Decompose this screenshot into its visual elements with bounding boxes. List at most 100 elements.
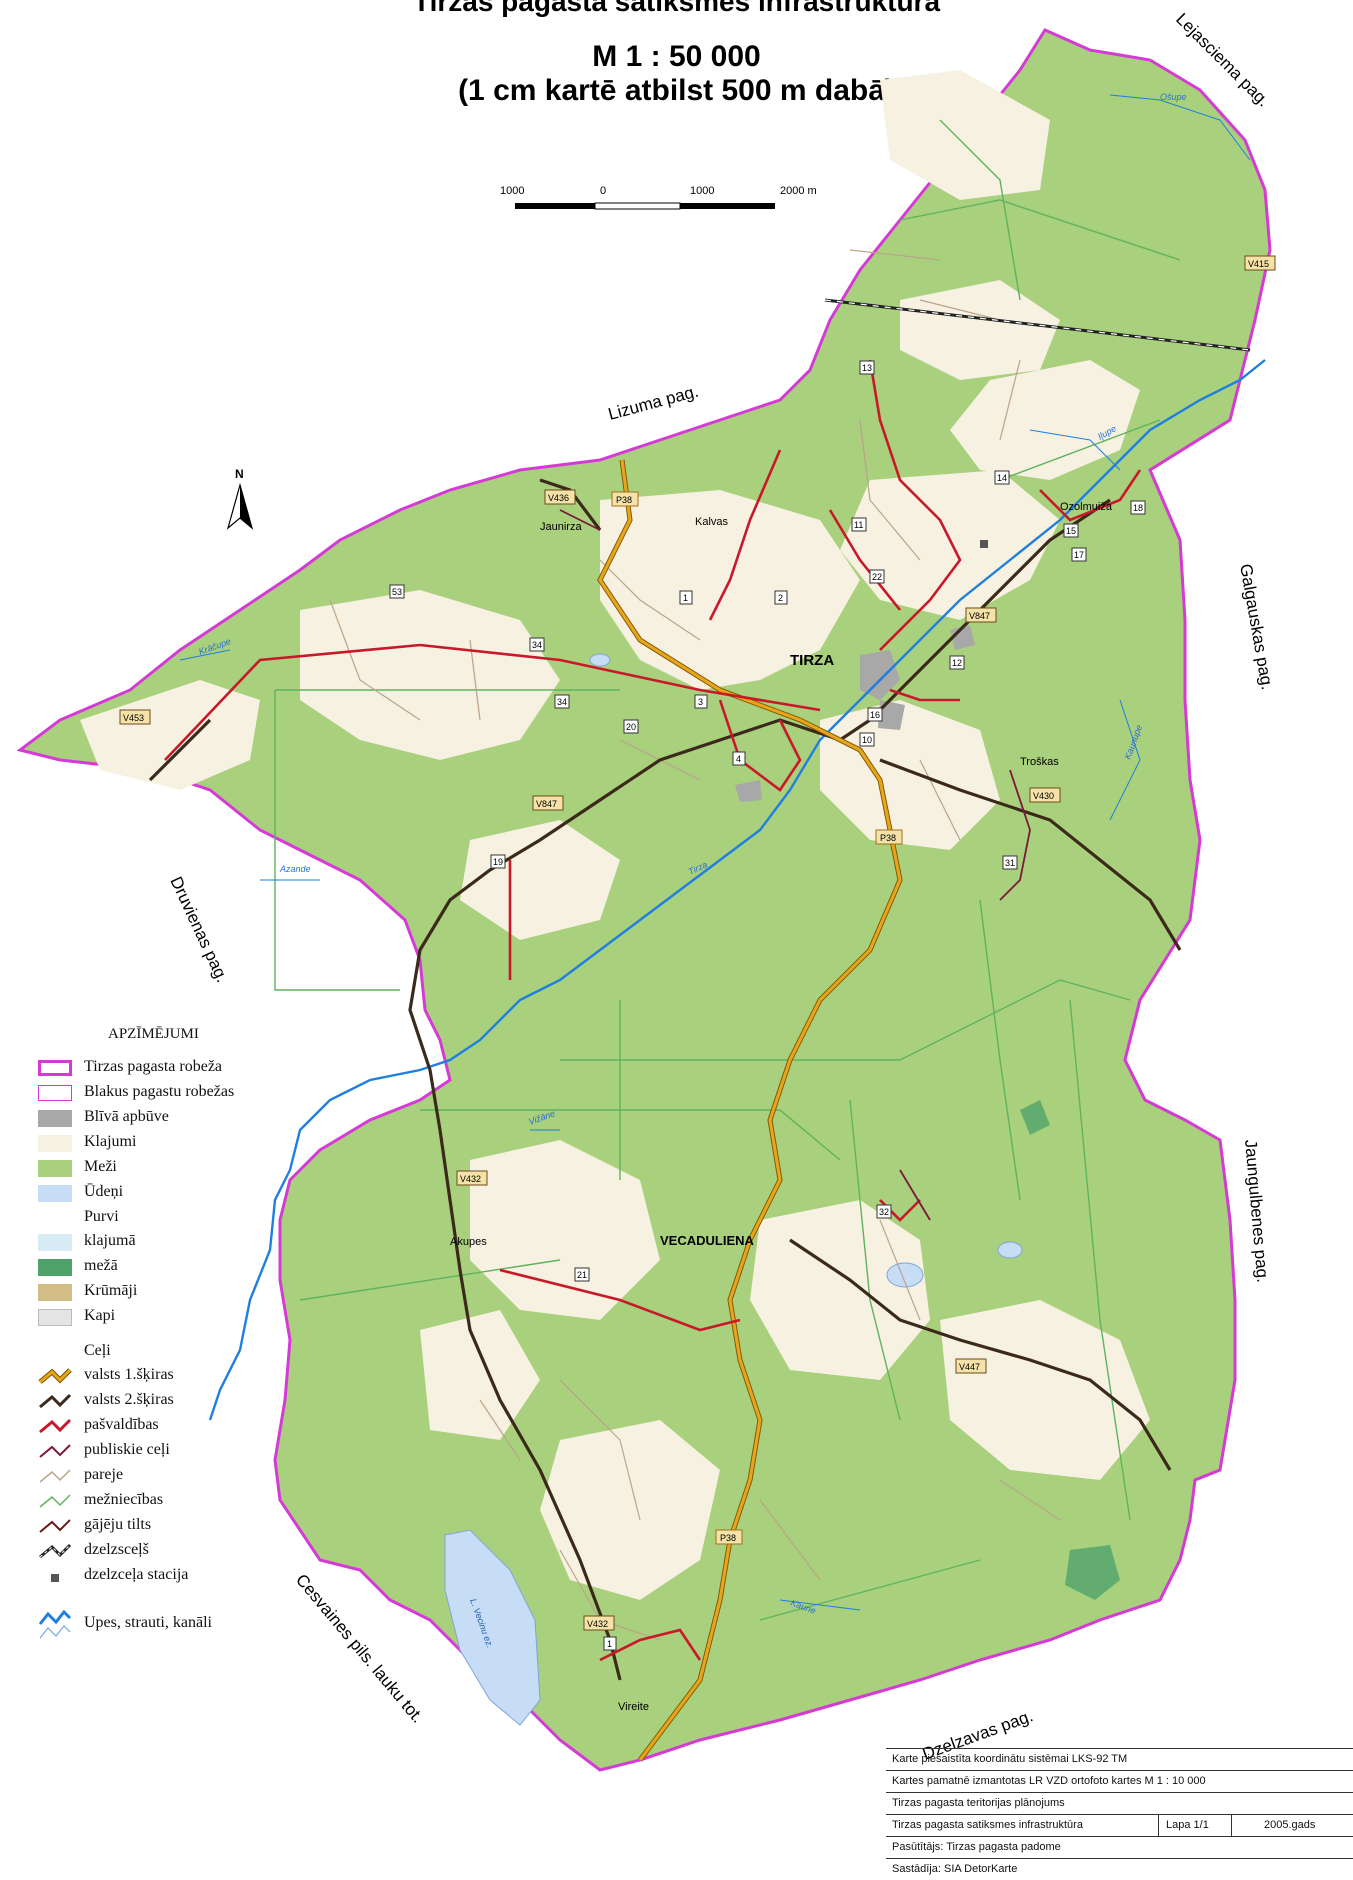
badge-v847-2: V847 bbox=[532, 795, 564, 811]
badge-2: 2 bbox=[774, 590, 788, 605]
svg-text:20: 20 bbox=[626, 722, 636, 732]
svg-text:P38: P38 bbox=[616, 495, 632, 505]
rivers bbox=[179, 94, 1266, 1611]
legend-swatch bbox=[38, 1185, 72, 1202]
svg-text:17: 17 bbox=[1074, 550, 1084, 560]
legend-swatch-footbridge bbox=[38, 1518, 72, 1535]
legend-row-state2: valsts 2.šķiras bbox=[38, 1391, 298, 1415]
legend-row-public: publiskie ceļi bbox=[38, 1441, 298, 1465]
legend-swatch-state2 bbox=[38, 1393, 72, 1410]
scalebar-label-4: 2000 m bbox=[780, 185, 817, 197]
badge-v453: V453 bbox=[119, 709, 151, 725]
north-arrow-icon: N bbox=[226, 467, 254, 530]
badge-53: 53 bbox=[389, 584, 405, 599]
public-roads bbox=[559, 509, 1031, 1221]
legend-swatch bbox=[38, 1234, 72, 1251]
badge-19: 19 bbox=[490, 854, 506, 869]
svg-text:16: 16 bbox=[870, 710, 880, 720]
info-row-plan: Tirzas pagasta teritorijas plānojums bbox=[886, 1792, 1353, 1814]
badge-32: 32 bbox=[876, 1204, 892, 1219]
place-troskas: Troškas bbox=[1020, 756, 1059, 768]
badge-11a: 11 bbox=[851, 517, 867, 532]
svg-text:31: 31 bbox=[1005, 858, 1015, 868]
map-title: Tirzas pagasta satiksmes infrastruktūra bbox=[412, 0, 941, 17]
svg-text:15: 15 bbox=[1066, 526, 1076, 536]
badge-17: 17 bbox=[1071, 547, 1087, 562]
svg-text:V847: V847 bbox=[969, 611, 990, 621]
other-roads bbox=[329, 249, 1061, 1641]
neighbor-druviena: Druvienas pag. bbox=[166, 874, 232, 986]
svg-text:12: 12 bbox=[952, 658, 962, 668]
info-row-author: Sastādīja: SIA DetorKarte bbox=[886, 1858, 1353, 1880]
state-roads-2nd-class bbox=[148, 478, 1182, 1681]
legend-swatch-municipal bbox=[38, 1418, 72, 1435]
badge-31: 31 bbox=[1002, 855, 1018, 870]
built-up-areas bbox=[735, 625, 975, 802]
legend-row-other: pareje bbox=[38, 1466, 298, 1490]
legend-swatch-rivers bbox=[38, 1608, 72, 1644]
badge-p38-1: P38 bbox=[611, 491, 639, 507]
neighbor-jaungulbene: Jaungulbenes pag. bbox=[1241, 1139, 1272, 1284]
legend-swatch bbox=[38, 1060, 72, 1076]
badge-10: 10 bbox=[859, 732, 875, 747]
place-labels: TIRZA VECADULIENA Jaunirza Kalvas Ozolmu… bbox=[450, 501, 1113, 1713]
scalebar-label-3: 1000 bbox=[690, 185, 714, 197]
badge-v436: V436 bbox=[544, 489, 576, 505]
map-scale-note: (1 cm kartē atbilst 500 m dabā) bbox=[458, 74, 895, 107]
scalebar-label-1: 1000 bbox=[500, 185, 524, 197]
legend-swatch bbox=[38, 1259, 72, 1276]
badge-1a: 1 bbox=[679, 590, 693, 605]
badge-34b: 34 bbox=[554, 694, 570, 709]
legend-swatch-other bbox=[38, 1468, 72, 1485]
info-row-base: Kartes pamatnē izmantotas LR VZD ortofot… bbox=[886, 1770, 1353, 1792]
legend-row-shrubs: Krūmāji bbox=[38, 1282, 298, 1306]
place-ozolmuiza: Ozolmuiža bbox=[1060, 501, 1113, 513]
map-canvas[interactable]: 1000 0 1000 2000 m N bbox=[0, 0, 1353, 1833]
forestry-roads bbox=[274, 119, 1181, 1621]
scalebar-label-2: 0 bbox=[600, 185, 606, 197]
svg-text:14: 14 bbox=[997, 473, 1007, 483]
legend-swatch bbox=[38, 1135, 72, 1152]
badge-20: 20 bbox=[623, 719, 639, 734]
badge-3: 3 bbox=[694, 694, 708, 709]
svg-text:32: 32 bbox=[879, 1207, 889, 1217]
legend-row-state1: valsts 1.šķiras bbox=[38, 1366, 298, 1390]
svg-text:1: 1 bbox=[683, 593, 688, 603]
railway-station-icon bbox=[980, 540, 988, 548]
svg-text:P38: P38 bbox=[720, 1533, 736, 1543]
svg-text:P38: P38 bbox=[880, 833, 896, 843]
legend-swatch bbox=[38, 1284, 72, 1301]
badge-14: 14 bbox=[994, 470, 1010, 485]
svg-text:22: 22 bbox=[872, 572, 882, 582]
legend-row-railway: dzelzsceļš bbox=[38, 1541, 298, 1565]
svg-text:V447: V447 bbox=[959, 1362, 980, 1372]
badge-34a: 34 bbox=[529, 637, 545, 652]
road-badges: P38 P38 P38 V415 V436 V847 V453 V847 V43… bbox=[119, 255, 1276, 1631]
svg-text:V847: V847 bbox=[536, 799, 557, 809]
badge-v430: V430 bbox=[1029, 787, 1061, 803]
legend-swatch-forestry bbox=[38, 1493, 72, 1510]
svg-text:10: 10 bbox=[862, 735, 872, 745]
badge-v415: V415 bbox=[1244, 255, 1276, 271]
svg-text:3: 3 bbox=[698, 697, 703, 707]
map-scale: M 1 : 50 000 bbox=[592, 40, 761, 73]
svg-text:V432: V432 bbox=[587, 1619, 608, 1629]
legend-row-roads-heading: Ceļi bbox=[84, 1342, 111, 1359]
info-row-sheet: Tirzas pagasta satiksmes infrastruktūra … bbox=[886, 1814, 1353, 1836]
legend-row-parish-border: Tirzas pagasta robeža bbox=[38, 1058, 298, 1082]
legend-row-water: Ūdeņi bbox=[38, 1183, 298, 1207]
svg-text:2: 2 bbox=[778, 593, 783, 603]
badge-22: 22 bbox=[869, 569, 885, 584]
place-tirza: TIRZA bbox=[790, 652, 834, 669]
badge-18: 18 bbox=[1130, 500, 1146, 515]
svg-text:34: 34 bbox=[557, 697, 567, 707]
svg-text:11: 11 bbox=[854, 520, 863, 530]
badge-p38-3: P38 bbox=[715, 1529, 743, 1545]
svg-text:V415: V415 bbox=[1248, 259, 1269, 269]
map-info-box: Karte piesaistīta koordinātu sistēmai LK… bbox=[886, 1748, 1353, 1880]
neighbor-gaujiena: Galgauskas pag. bbox=[1236, 562, 1277, 691]
svg-text:Ošupe: Ošupe bbox=[1160, 92, 1187, 102]
local-road-badges: 13 14 15 16 17 18 11 12 10 1 2 53 34 34 … bbox=[389, 360, 1146, 1651]
legend-swatch-public bbox=[38, 1443, 72, 1460]
neighbor-lizuma: Lizuma pag. bbox=[606, 382, 700, 424]
